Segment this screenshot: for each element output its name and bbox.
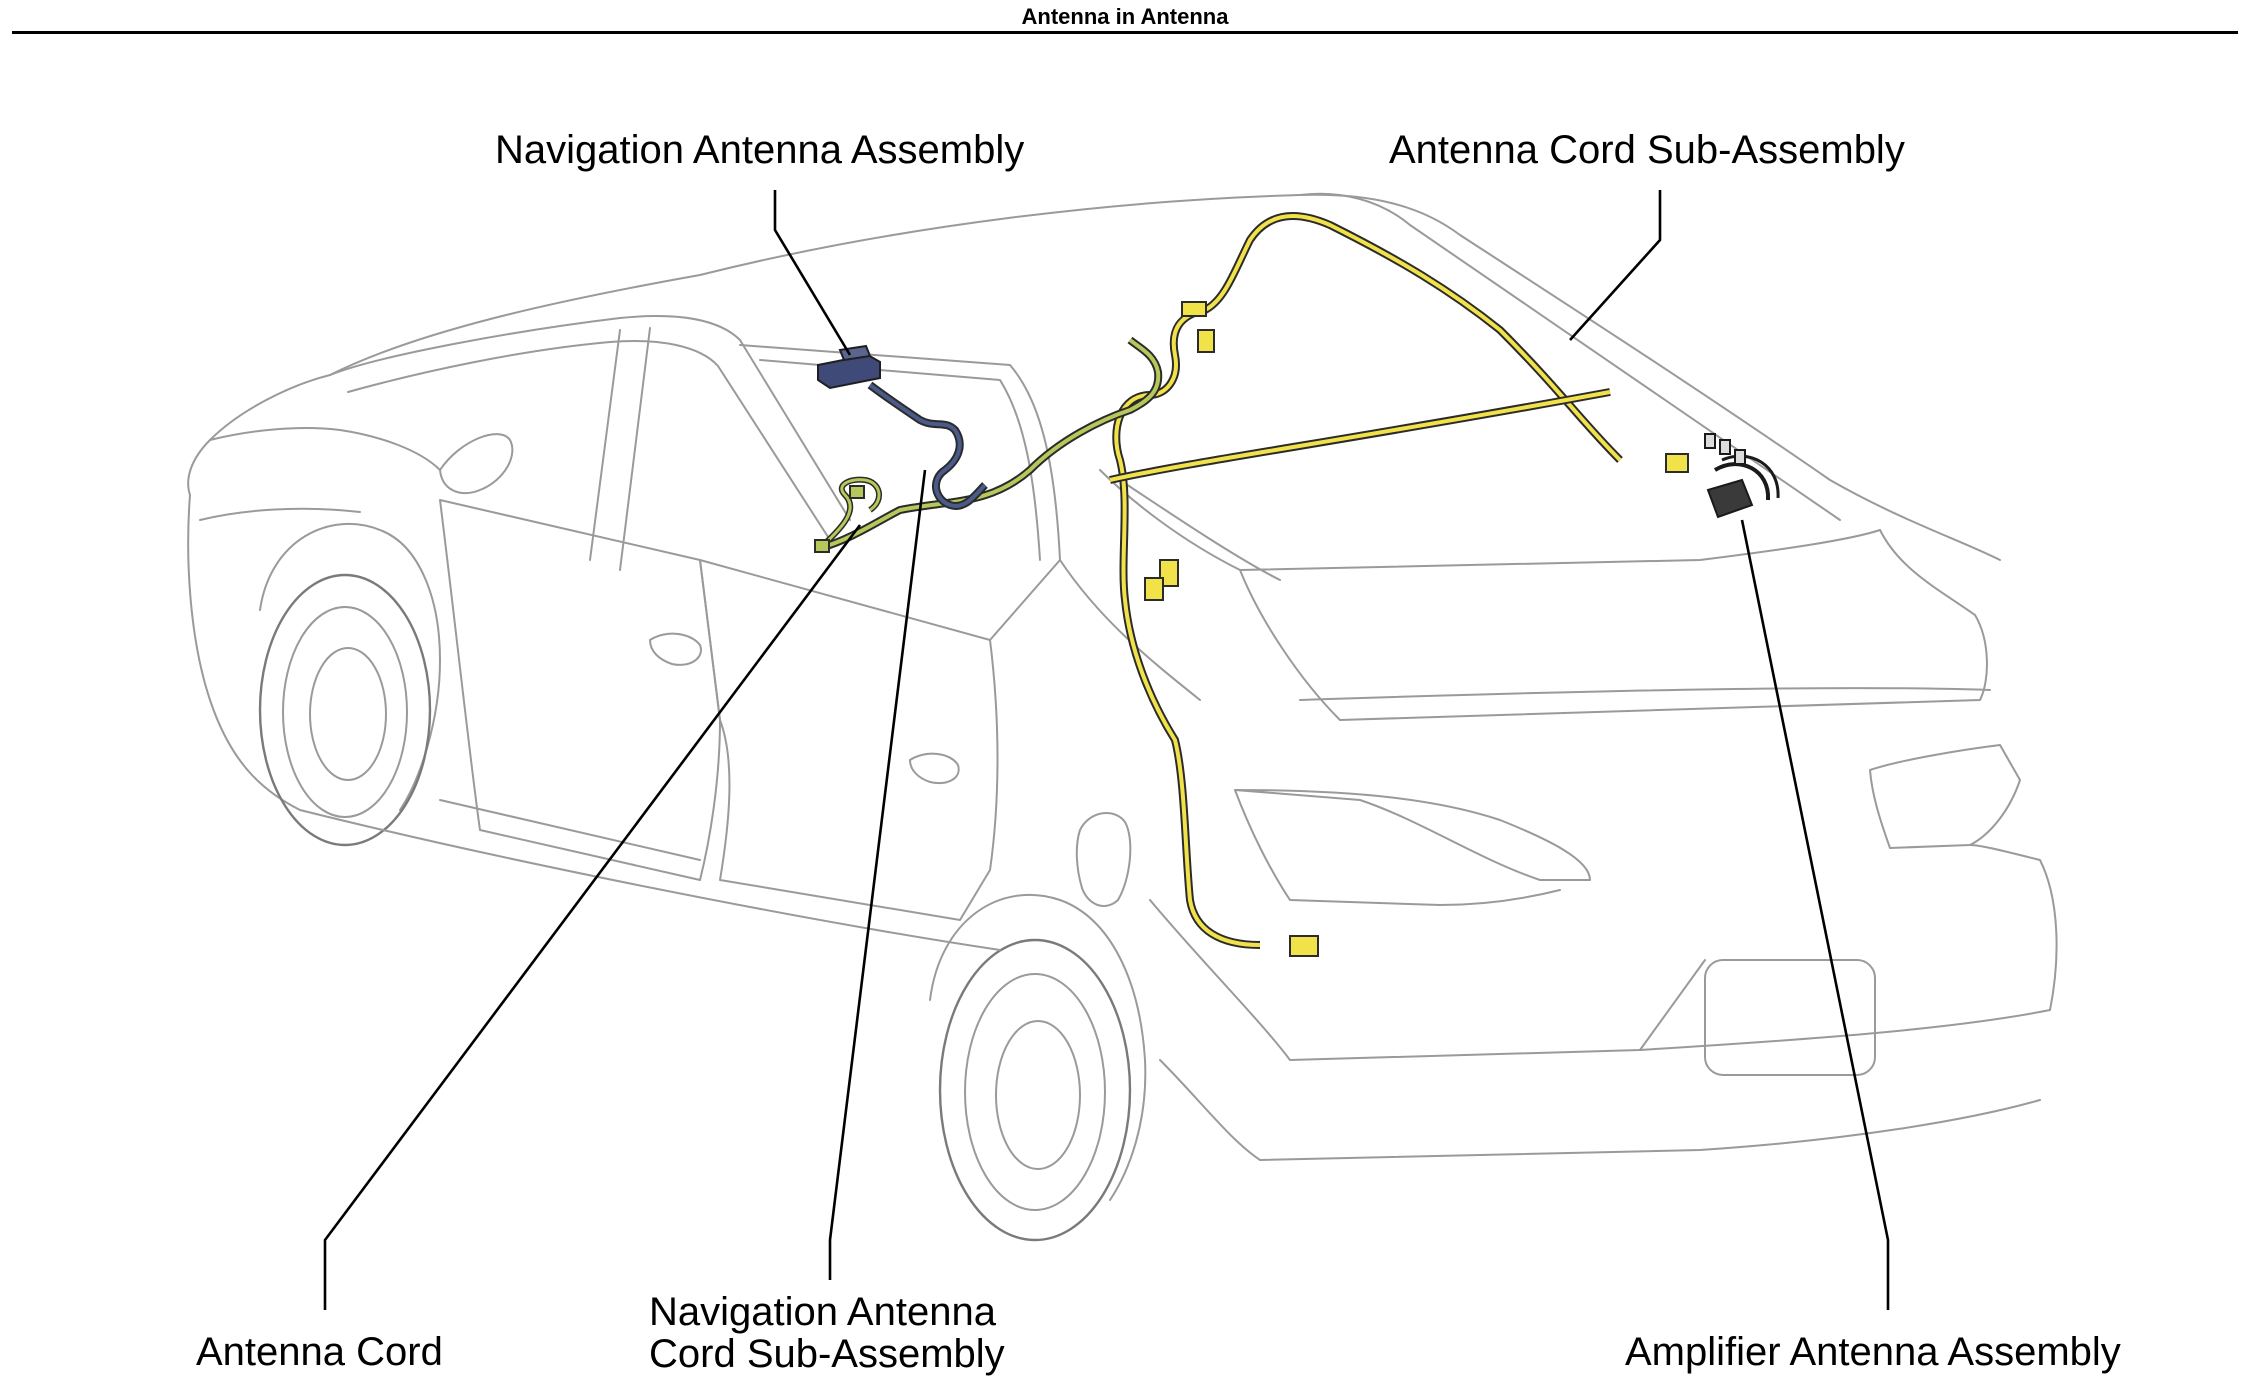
hood-outline — [187, 374, 331, 496]
license-plate-recess — [1704, 959, 1876, 1076]
front-wheel-arch — [259, 522, 441, 811]
fuel-door — [1075, 811, 1132, 907]
navigation-antenna-assembly-part — [817, 344, 881, 390]
rear-door-handle — [909, 752, 960, 784]
side-mirror — [439, 433, 514, 495]
leader-navigation-antenna-cord-sub-assembly — [828, 469, 927, 1280]
vehicle-outline — [187, 192, 2058, 1242]
antenna-cord-end-connector — [1289, 935, 1319, 957]
rear-door-outline — [699, 559, 999, 921]
amplifier-antenna-assembly-part — [1704, 433, 1780, 519]
front-wheel — [258, 573, 432, 847]
right-tail-light — [1869, 744, 2021, 849]
antenna-cord-sub-assembly-cable — [1109, 212, 1689, 957]
front-door-outline — [439, 499, 721, 881]
header-divider — [12, 31, 2238, 34]
label-navigation-antenna-assembly: Navigation Antenna Assembly — [495, 128, 1025, 172]
leader-navigation-antenna-assembly — [773, 190, 852, 356]
label-navigation-antenna-cord-sub-assembly-line2: Cord Sub-Assembly — [649, 1332, 1005, 1376]
trunk-lid-outline — [1239, 529, 1988, 721]
leader-amplifier-antenna-assembly — [1740, 519, 1890, 1310]
page-header: Antenna in Antenna — [0, 0, 2250, 36]
page-title: Antenna in Antenna — [1021, 4, 1229, 29]
label-navigation-antenna-cord-sub-assembly-line1: Navigation Antenna — [649, 1290, 996, 1334]
label-amplifier-antenna-assembly: Amplifier Antenna Assembly — [1625, 1330, 2121, 1374]
rear-window-outline — [1099, 469, 1881, 571]
antenna-cord-cable — [814, 336, 1163, 553]
rear-wheel-arch — [929, 894, 1147, 1201]
leader-antenna-cord — [323, 524, 862, 1310]
rear-bumper — [1149, 844, 2058, 1061]
label-antenna-cord-sub-assembly: Antenna Cord Sub-Assembly — [1389, 128, 1905, 172]
leader-lines — [323, 190, 1890, 1310]
front-door-handle — [649, 632, 702, 666]
leader-antenna-cord-sub-assembly — [1569, 190, 1662, 341]
windshield-outline — [329, 315, 851, 521]
rear-wheel — [938, 938, 1132, 1242]
left-tail-light — [1234, 789, 1591, 881]
label-antenna-cord: Antenna Cord — [196, 1330, 443, 1374]
navigation-antenna-cord-cable — [867, 381, 988, 510]
